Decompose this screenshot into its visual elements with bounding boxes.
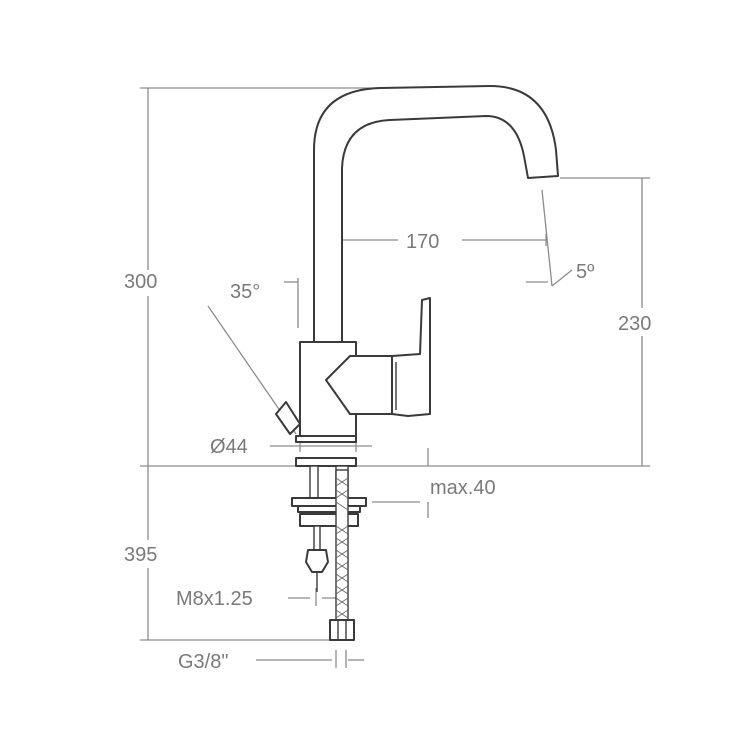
label-lever-angle: 35° bbox=[230, 281, 260, 303]
spout bbox=[313, 85, 559, 343]
label-base-diameter: Ø44 bbox=[210, 436, 248, 458]
label-spout-reach: 170 bbox=[406, 231, 439, 253]
stud-nut bbox=[305, 549, 329, 573]
label-spout-tilt: 5º bbox=[576, 261, 595, 283]
deck-plate bbox=[295, 457, 357, 467]
label-spout-height: 230 bbox=[618, 313, 651, 335]
label-stud-thread: M8x1.25 bbox=[176, 588, 253, 610]
threaded-stud bbox=[313, 525, 321, 551]
mounting-assembly bbox=[291, 465, 367, 641]
base-ring bbox=[295, 435, 357, 443]
hose-connector bbox=[329, 619, 355, 641]
label-max-deck-thickness: max.40 bbox=[430, 477, 496, 499]
label-hose-length: 395 bbox=[124, 544, 157, 566]
fixing-washer bbox=[291, 497, 367, 507]
faucet-body bbox=[275, 85, 559, 467]
side-valve bbox=[275, 401, 301, 435]
label-total-height: 300 bbox=[124, 271, 157, 293]
label-hose-connection: G3/8" bbox=[178, 651, 228, 673]
dimension-labels: 300 170 230 35° 5º Ø44 max.40 395 M8x1.2… bbox=[124, 231, 651, 673]
lever-handle bbox=[391, 297, 431, 417]
flexible-hose bbox=[335, 469, 349, 621]
